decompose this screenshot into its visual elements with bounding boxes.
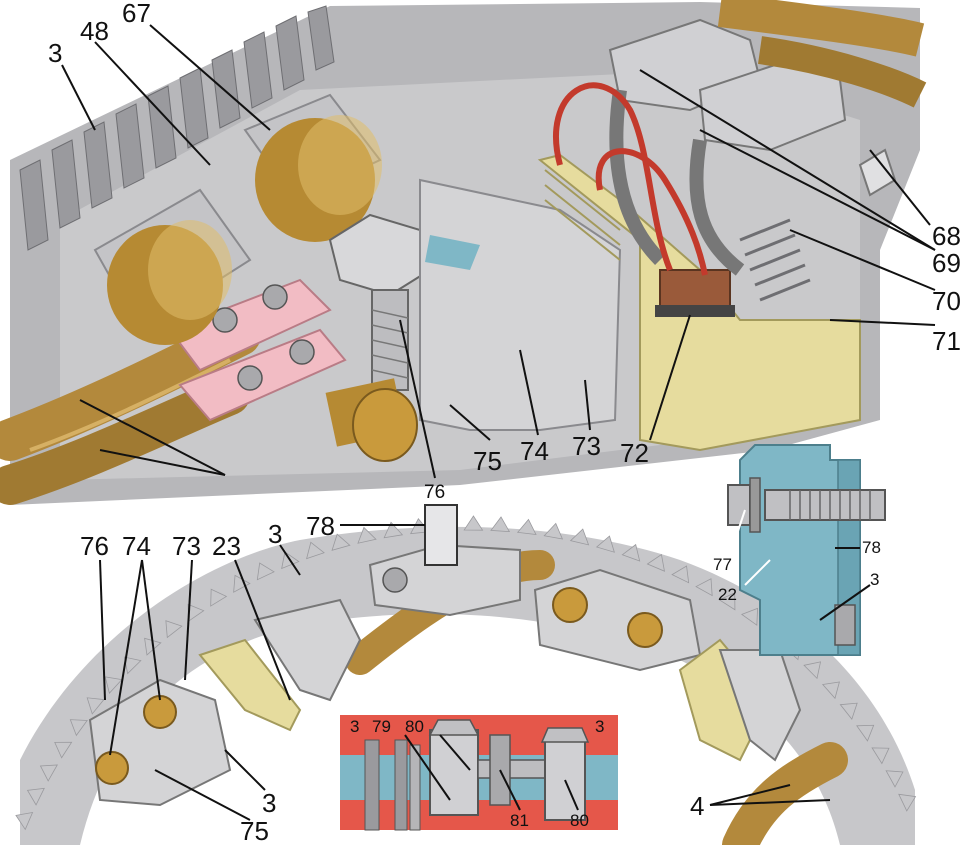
gear-tooth xyxy=(490,516,511,533)
callout-red-79: 79 xyxy=(372,717,391,736)
gear-tooth xyxy=(86,697,105,715)
callout-top-68: 68 xyxy=(932,221,961,251)
callout-top-76: 76 xyxy=(424,482,445,503)
gear-tooth xyxy=(803,661,822,680)
bolt-76 xyxy=(328,213,432,391)
top-panel xyxy=(0,0,927,505)
callout-bottom-73: 73 xyxy=(172,531,201,561)
callout-red-80b: 80 xyxy=(570,811,589,830)
callout-bottom-74: 74 xyxy=(122,531,151,561)
callout-red-81: 81 xyxy=(510,811,529,830)
callout-red-3b: 3 xyxy=(595,717,604,736)
callout-detail-22: 22 xyxy=(718,585,737,604)
gear-tooth xyxy=(671,565,690,584)
brush-springs xyxy=(608,18,847,302)
callout-top-69: 69 xyxy=(932,248,961,278)
gear-tooth xyxy=(856,724,875,742)
callout-bottom-4: 4 xyxy=(690,791,704,821)
blue-insulator xyxy=(425,235,480,270)
gear-tooth xyxy=(54,741,73,759)
gear-tooth xyxy=(839,702,858,720)
gear-tooth xyxy=(383,521,404,539)
bottom-panel xyxy=(15,504,917,845)
callout-labels: 3 48 67 68 69 70 71 72 73 74 75 76 78 76… xyxy=(48,0,961,845)
gear-tooth xyxy=(463,515,484,531)
callout-bottom-3a: 3 xyxy=(268,519,282,549)
callout-detail-78: 78 xyxy=(862,538,881,557)
callout-bottom-75: 75 xyxy=(240,816,269,845)
gear-tooth xyxy=(543,522,564,540)
gear-tooth xyxy=(898,793,917,812)
gear-tooth xyxy=(26,787,45,806)
mounting-bracket xyxy=(419,178,622,431)
callout-top-75: 75 xyxy=(473,446,502,476)
callout-bottom-23: 23 xyxy=(212,531,241,561)
gear-tooth xyxy=(821,681,840,700)
callout-bottom-78: 78 xyxy=(306,511,335,541)
gear-tooth xyxy=(256,562,275,581)
callout-top-73: 73 xyxy=(572,431,601,461)
gear-tooth xyxy=(871,747,890,765)
gear-tooth xyxy=(357,526,377,544)
gear-tooth xyxy=(331,533,351,551)
bottom-brush-holders xyxy=(198,598,802,762)
gear-tooth xyxy=(718,592,736,611)
detail-bolt-shank xyxy=(764,489,886,521)
callout-top-67: 67 xyxy=(122,0,151,28)
gear-tooth xyxy=(516,518,537,536)
gear-tooth xyxy=(39,764,58,782)
ring-gear-teeth-bottom xyxy=(15,515,917,831)
leader-lines xyxy=(61,24,936,821)
callout-top-74: 74 xyxy=(520,436,549,466)
callout-detail-77: 77 xyxy=(713,555,732,574)
gear-tooth xyxy=(595,535,615,553)
brass-coils xyxy=(93,93,382,345)
callout-red-3a: 3 xyxy=(350,717,359,736)
gear-tooth xyxy=(741,607,758,626)
center-bracket xyxy=(368,504,521,617)
left-terminal-plate xyxy=(88,678,232,807)
callout-red-80a: 80 xyxy=(405,717,424,736)
gear-tooth xyxy=(646,553,665,572)
gear-tooth xyxy=(306,541,325,560)
gear-tooth xyxy=(210,588,228,607)
gear-tooth xyxy=(15,811,34,831)
gear-tooth xyxy=(569,528,590,546)
gear-tooth xyxy=(695,578,713,597)
gear-tooth xyxy=(621,543,641,562)
callout-top-71: 71 xyxy=(932,326,961,356)
red-braided-leads xyxy=(553,82,708,276)
cable-lugs xyxy=(168,278,347,422)
detail-bolt-head xyxy=(727,484,751,526)
gear-tooth xyxy=(104,676,123,695)
callout-top-48: 48 xyxy=(80,16,109,46)
callout-bottom-76: 76 xyxy=(80,531,109,561)
ring-gear-teeth-top xyxy=(19,5,335,251)
callout-bottom-3b: 3 xyxy=(262,788,276,818)
callout-detail-3: 3 xyxy=(870,570,879,589)
gear-tooth xyxy=(123,656,142,675)
gear-tooth xyxy=(69,719,88,737)
gear-tooth xyxy=(885,770,904,788)
callout-top-72: 72 xyxy=(620,438,649,468)
top-right-cables xyxy=(717,0,927,108)
gear-tooth xyxy=(165,620,183,639)
bottom-cable-2 xyxy=(722,742,848,845)
detail-red-section xyxy=(340,715,618,831)
callout-top-70: 70 xyxy=(932,286,961,316)
callout-top-3: 3 xyxy=(48,38,62,68)
right-terminal-plate xyxy=(533,568,702,672)
